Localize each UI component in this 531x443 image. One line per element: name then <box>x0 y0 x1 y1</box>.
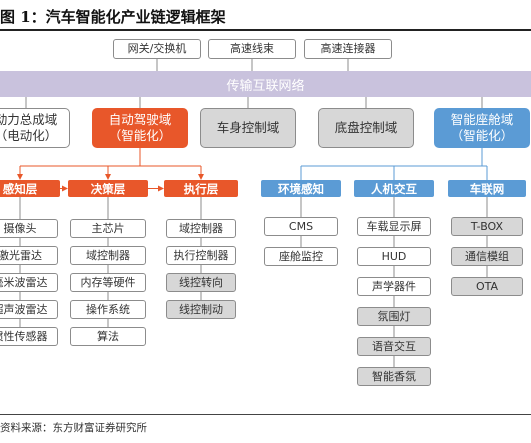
layer-item: 通信模组 <box>451 247 523 266</box>
layer-item: CMS <box>264 217 338 236</box>
layer-item: 主芯片 <box>70 219 146 238</box>
layer-item: 摄像头 <box>0 219 58 238</box>
domain-box: 车身控制域 <box>200 108 296 148</box>
domain-box: 智能座舱域 （智能化） <box>434 108 530 148</box>
layer-item: HUD <box>357 247 431 266</box>
network-node: 高速连接器 <box>304 39 392 59</box>
layer-header: 感知层 <box>0 180 60 197</box>
layer-item: 惯性传感器 <box>0 327 58 346</box>
layer-header: 车联网 <box>448 180 526 197</box>
layer-item: 操作系统 <box>70 300 146 319</box>
layer-item: T-BOX <box>451 217 523 236</box>
layer-item: 线控转向 <box>166 273 236 292</box>
layer-item: 毫米波雷达 <box>0 273 58 292</box>
layer-item: 座舱监控 <box>264 247 338 266</box>
layer-item: 氛围灯 <box>357 307 431 326</box>
bus-label: 传输互联网络 <box>226 78 305 94</box>
title-rule <box>0 29 531 31</box>
domain-box: 底盘控制域 <box>318 108 414 148</box>
layer-item: 算法 <box>70 327 146 346</box>
layer-header: 环境感知 <box>261 180 341 197</box>
layer-item: 执行控制器 <box>166 246 236 265</box>
domain-box: 自动驾驶域 （智能化） <box>92 108 188 148</box>
layer-item: 内存等硬件 <box>70 273 146 292</box>
layer-item: 车载显示屏 <box>357 217 431 236</box>
layer-item: 语音交互 <box>357 337 431 356</box>
network-node: 网关/交换机 <box>113 39 201 59</box>
layer-item: 超声波雷达 <box>0 300 58 319</box>
bottom-rule <box>0 414 531 415</box>
transmission-bus: 传输互联网络 <box>0 71 531 97</box>
network-node: 高速线束 <box>208 39 296 59</box>
layer-header: 人机交互 <box>354 180 434 197</box>
layer-item: 激光雷达 <box>0 246 58 265</box>
layer-item: 域控制器 <box>166 219 236 238</box>
layer-item: 智能香氛 <box>357 367 431 386</box>
layer-header: 执行层 <box>164 180 238 197</box>
domain-box: 动力总成域 （电动化） <box>0 108 70 148</box>
layer-item: 域控制器 <box>70 246 146 265</box>
source-note: 资料来源：东方财富证券研究所 <box>0 422 147 434</box>
layer-item: OTA <box>451 277 523 296</box>
figure-title: 图 1：汽车智能化产业链逻辑框架 <box>0 8 226 26</box>
layer-header: 决策层 <box>68 180 148 197</box>
layer-item: 声学器件 <box>357 277 431 296</box>
layer-item: 线控制动 <box>166 300 236 319</box>
